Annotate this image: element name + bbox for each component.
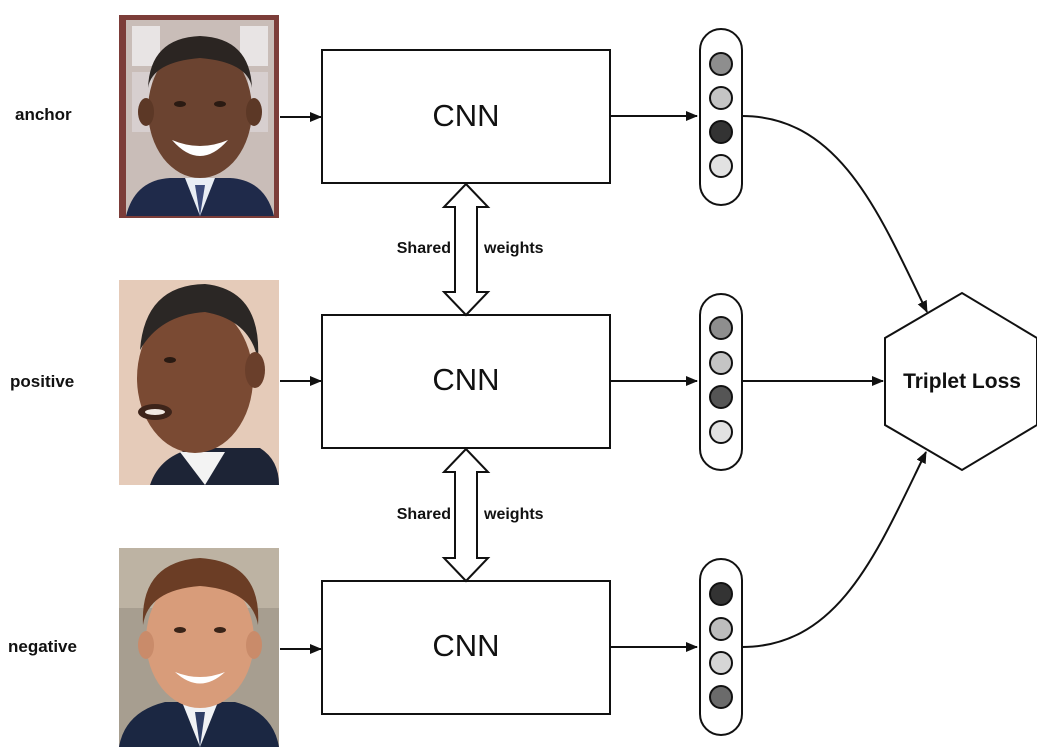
row-label-positive: positive xyxy=(10,372,74,391)
row-label-anchor: anchor xyxy=(15,105,72,124)
embedding-unit xyxy=(709,351,733,375)
cnn-label: CNN xyxy=(432,628,499,663)
shared-weights-arrow-2: Shared weights xyxy=(397,447,544,583)
row-label-negative: negative xyxy=(8,637,77,656)
embedding-unit xyxy=(709,120,733,144)
triplet-loss-node: Triplet Loss xyxy=(884,291,1037,472)
embedding-vector-negative xyxy=(699,558,743,736)
anchor-photo xyxy=(119,15,279,218)
embedding-unit xyxy=(709,617,733,641)
embedding-unit xyxy=(709,316,733,340)
embedding-vector-positive xyxy=(699,293,743,471)
negative-photo xyxy=(119,548,279,747)
embedding-unit xyxy=(709,86,733,110)
arrow-negative-to-loss xyxy=(741,451,927,648)
positive-photo xyxy=(119,280,279,485)
embedding-unit xyxy=(709,385,733,409)
cnn-label: CNN xyxy=(432,98,499,133)
cnn-box-anchor: CNN xyxy=(321,49,611,184)
weights-label: weights xyxy=(483,506,544,523)
embedding-unit xyxy=(709,685,733,709)
embedding-vector-anchor xyxy=(699,28,743,206)
weights-label: weights xyxy=(483,240,544,257)
arrow-anchor-to-loss xyxy=(741,115,928,313)
embedding-unit xyxy=(709,420,733,444)
embedding-unit xyxy=(709,582,733,606)
embedding-unit xyxy=(709,651,733,675)
triplet-loss-label: Triplet Loss xyxy=(903,370,1021,393)
cnn-box-negative: CNN xyxy=(321,580,611,715)
embedding-unit xyxy=(709,52,733,76)
cnn-box-positive: CNN xyxy=(321,314,611,449)
cnn-label: CNN xyxy=(432,362,499,397)
shared-label: Shared xyxy=(397,240,451,257)
shared-weights-arrow-1: Shared weights xyxy=(397,182,544,317)
shared-label: Shared xyxy=(397,506,451,523)
embedding-unit xyxy=(709,154,733,178)
